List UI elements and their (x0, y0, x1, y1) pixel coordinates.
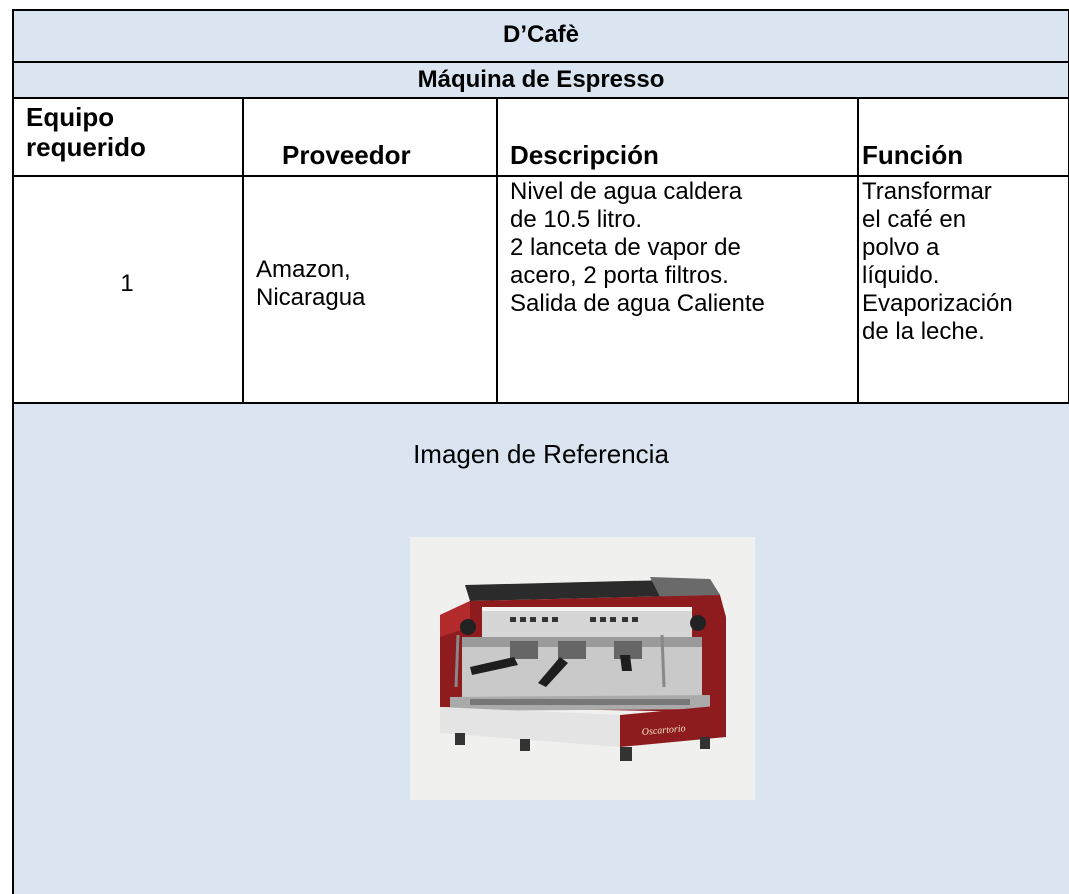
border-top (12, 9, 1069, 11)
func-line-3: polvo a (862, 234, 940, 261)
header-row: Equipo requerido Proveedor Descripción F… (12, 98, 1069, 176)
header-descripcion: Descripción (510, 140, 659, 170)
col-divider-3 (857, 98, 859, 403)
header-proveedor: Proveedor (282, 140, 411, 170)
image-caption: Imagen de Referencia (413, 439, 669, 469)
doc-subtitle: Máquina de Espresso (417, 66, 665, 93)
title-row: D’Cafè (12, 9, 1069, 62)
desc-line-5: Salida de agua Caliente (510, 290, 765, 317)
border-subtitle (12, 97, 1069, 99)
func-line-4: líquido. (862, 262, 940, 289)
border-row (12, 402, 1069, 404)
header-equipo-label: Equipo requerido (26, 102, 146, 162)
cell-equipo: 1 (120, 270, 134, 297)
cell-funcion: Transformar el café en polvo a líquido. … (862, 178, 1069, 346)
func-line-6: de la leche. (862, 318, 985, 345)
func-line-5: Evaporización (862, 290, 1013, 317)
func-line-1: Transformar (862, 178, 992, 205)
desc-line-1: Nivel de agua caldera (510, 178, 743, 205)
border-left (12, 9, 14, 894)
cell-descripcion: Nivel de agua caldera de 10.5 litro. 2 l… (510, 178, 860, 318)
col-divider-2 (496, 98, 498, 403)
desc-line-4: acero, 2 porta filtros. (510, 262, 729, 289)
image-brand-text: Oscartorio (641, 723, 686, 738)
espresso-machine-image: Oscartorio (410, 537, 755, 800)
header-funcion: Función (862, 140, 964, 170)
header-equipo: Equipo requerido (26, 102, 226, 162)
subtitle-row: Máquina de Espresso (12, 62, 1069, 98)
col-divider-1 (242, 98, 244, 403)
table-row: 1 Amazon, Nicaragua Nivel de agua calder… (12, 176, 1069, 403)
doc-title: D’Cafè (502, 21, 580, 48)
cell-proveedor: Amazon, Nicaragua (256, 256, 366, 311)
desc-line-2: de 10.5 litro. (510, 206, 643, 233)
border-title (12, 61, 1069, 63)
espresso-machine-illustration: Oscartorio (440, 577, 726, 761)
document-table: D’Cafè Máquina de Espresso Equipo requer… (12, 9, 1069, 894)
border-header (12, 175, 1069, 177)
func-line-2: el café en (862, 206, 967, 233)
desc-line-3: 2 lanceta de vapor de (510, 234, 741, 261)
